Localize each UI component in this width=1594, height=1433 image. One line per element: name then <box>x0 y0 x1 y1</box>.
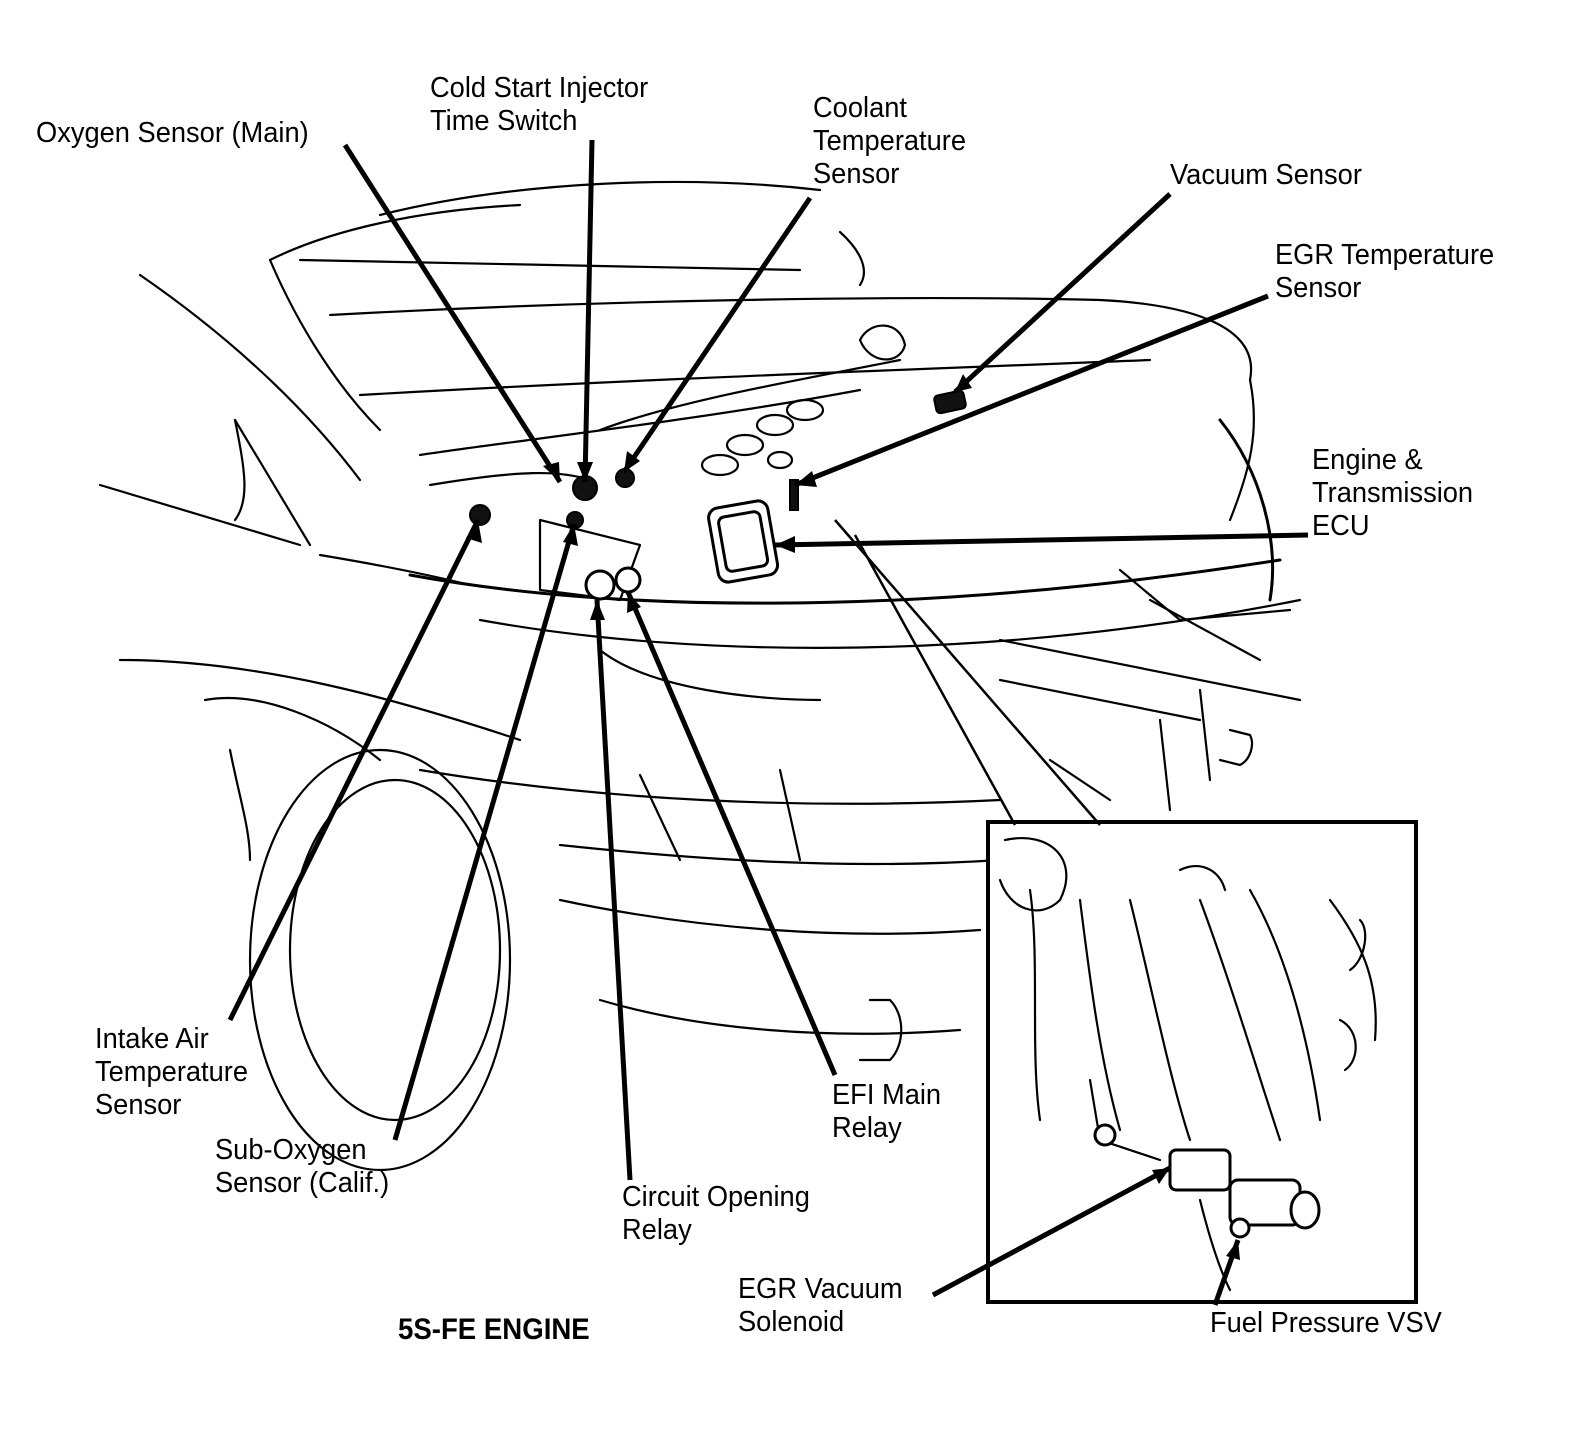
intake-air-sensor-part <box>469 504 491 526</box>
label-engine-transmission-ecu: Engine & Transmission ECU <box>1312 444 1474 542</box>
egr-temp-sensor-part <box>789 479 799 511</box>
leader-circuit-opening-relay <box>594 599 633 1181</box>
leader-sub-oxygen-sensor <box>392 523 577 1141</box>
label-circuit-opening-relay: Circuit Opening Relay <box>622 1181 810 1246</box>
label-fuel-pressure-vsv: Fuel Pressure VSV <box>1210 1307 1442 1339</box>
label-efi-main-relay: EFI Main Relay <box>832 1079 942 1144</box>
label-vacuum-sensor: Vacuum Sensor <box>1170 159 1362 191</box>
leader-efi-main-relay <box>625 591 838 1076</box>
leader-oxygen-sensor-main <box>342 143 563 484</box>
efi-main-relay-part <box>614 566 642 594</box>
label-cold-start-injector-time-switch: Cold Start Injector Time Switch <box>430 72 649 137</box>
label-egr-temperature-sensor: EGR Temperature Sensor <box>1275 239 1495 304</box>
leader-intake-air-sensor <box>227 518 481 1022</box>
inset-detail <box>834 519 1418 1304</box>
label-egr-vacuum-solenoid: EGR Vacuum Solenoid <box>738 1273 903 1338</box>
arrowheads <box>466 374 1240 1260</box>
car-body <box>98 180 1302 1172</box>
leader-coolant-temp-sensor <box>621 196 813 474</box>
label-intake-air-temperature-sensor: Intake Air Temperature Sensor <box>95 1023 249 1121</box>
leader-egr-temp-sensor <box>794 293 1269 488</box>
leader-vacuum-sensor <box>953 192 1172 394</box>
vacuum-sensor-part <box>933 389 967 415</box>
label-coolant-temperature-sensor: Coolant Temperature Sensor <box>813 92 967 190</box>
leader-egr-vacuum-solenoid <box>931 1165 1172 1298</box>
ecu-face <box>717 510 770 573</box>
label-oxygen-sensor-main: Oxygen Sensor (Main) <box>36 117 309 149</box>
leader-lines <box>227 139 1309 1306</box>
leader-cold-start-injector <box>582 139 595 483</box>
components <box>469 389 967 601</box>
leader-ecu <box>774 532 1309 548</box>
label-sub-oxygen-sensor: Sub-Oxygen Sensor (Calif.) <box>215 1134 390 1199</box>
diagram-caption: 5S-FE ENGINE <box>398 1313 590 1346</box>
circuit-opening-relay-part <box>584 569 616 601</box>
